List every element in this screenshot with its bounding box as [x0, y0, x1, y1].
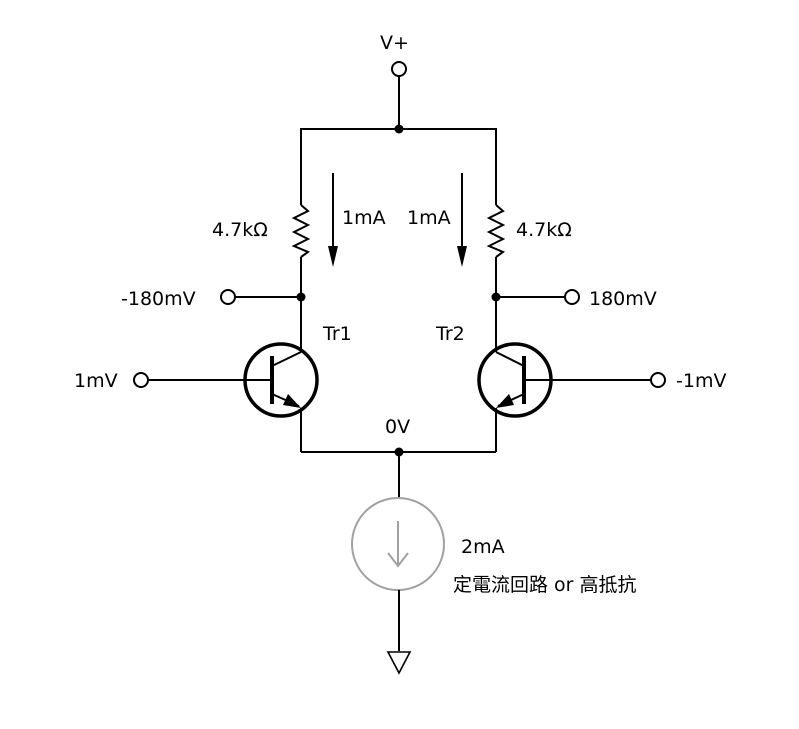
right-output-terminal	[564, 289, 580, 305]
input-left-label: 1mV	[74, 370, 118, 392]
current-left-label: 1mA	[342, 207, 386, 229]
output-right-label: 180mV	[589, 288, 657, 310]
tail-current-label: 2mA	[461, 536, 505, 558]
current-right-label: 1mA	[407, 207, 451, 229]
resistor-right-label: 4.7kΩ	[516, 219, 572, 241]
input-right-label: -1mV	[676, 370, 726, 392]
right-input-terminal	[650, 372, 666, 388]
left-input-terminal	[133, 372, 149, 388]
top-rail	[300, 128, 497, 205]
vplus-terminal	[391, 61, 407, 77]
current-arrow-left	[328, 173, 338, 267]
tr2-label: Tr2	[435, 323, 465, 345]
tail-description-label: 定電流回路 or 高抵抗	[453, 574, 637, 596]
tr1-label: Tr1	[322, 323, 352, 345]
transistor-tr1	[243, 342, 319, 418]
resistor-left	[291, 204, 311, 258]
resistor-left-label: 4.7kΩ	[212, 219, 268, 241]
left-output-terminal	[220, 289, 236, 305]
emitter-voltage-label: 0V	[385, 416, 410, 438]
output-left-label: -180mV	[121, 288, 196, 310]
current-arrow-right	[457, 173, 467, 267]
current-source	[351, 497, 445, 591]
resistor-right	[486, 204, 506, 258]
top-junction	[394, 124, 404, 134]
ground-symbol	[386, 651, 412, 675]
vplus-label: V+	[380, 32, 409, 54]
